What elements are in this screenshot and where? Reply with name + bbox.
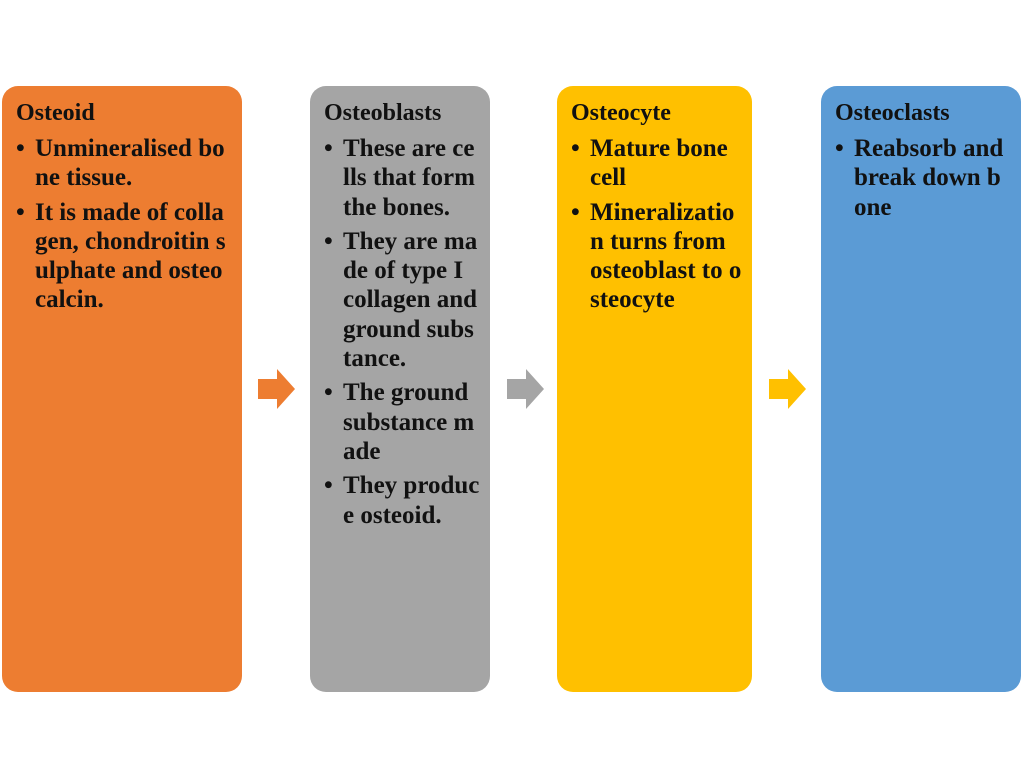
osteoblasts-card: Osteoblasts •These are cells that form t… [310,86,490,692]
right-arrow-icon [507,369,544,409]
right-arrow-icon [258,369,295,409]
bullet-list: •Unmineralised bone tissue. •It is made … [16,134,232,315]
osteocyte-card: Osteocyte •Mature bone cell •Mineralizat… [557,86,752,692]
list-item: •They produce osteoid. [324,472,480,529]
card-title: Osteoblasts [324,100,442,126]
bullet-icon: • [16,198,25,226]
right-arrow-icon [769,369,806,409]
bullet-list: •Mature bone cell •Mineralization turns … [571,134,742,315]
list-item: •These are cells that form the bones. [324,135,475,221]
arrow-shape [507,369,544,409]
bullet-list: •These are cells that form the bones. •T… [324,134,480,530]
list-item: •Unmineralised bone tissue. [16,135,225,192]
card-title: Osteoid [16,100,95,126]
bullet-icon: • [324,379,333,407]
list-item: •They are made of type I collagen and gr… [324,227,478,373]
list-item: •Reabsorb and break down bone [835,135,1004,221]
list-item: •It is made of collagen, chondroitin sul… [16,198,226,314]
card-title: Osteoclasts [835,100,950,126]
osteoid-card: Osteoid •Unmineralised bone tissue. •It … [2,86,242,692]
bullet-icon: • [835,135,844,162]
list-item: •Mineralization turns from osteoblast to… [571,198,742,314]
osteoclasts-card: Osteoclasts •Reabsorb and break down bon… [821,86,1021,692]
bullet-icon: • [324,227,333,255]
arrow-shape [769,369,806,409]
card-title: Osteocyte [571,100,671,126]
bullet-icon: • [16,135,25,162]
arrow-shape [258,369,295,409]
list-item: •The ground substance made [324,379,475,465]
bullet-icon: • [324,135,333,162]
bullet-list: •Reabsorb and break down bone [835,134,1011,222]
list-item: •Mature bone cell [571,135,728,192]
bullet-icon: • [571,198,580,226]
bullet-icon: • [571,135,580,162]
bullet-icon: • [324,472,333,500]
